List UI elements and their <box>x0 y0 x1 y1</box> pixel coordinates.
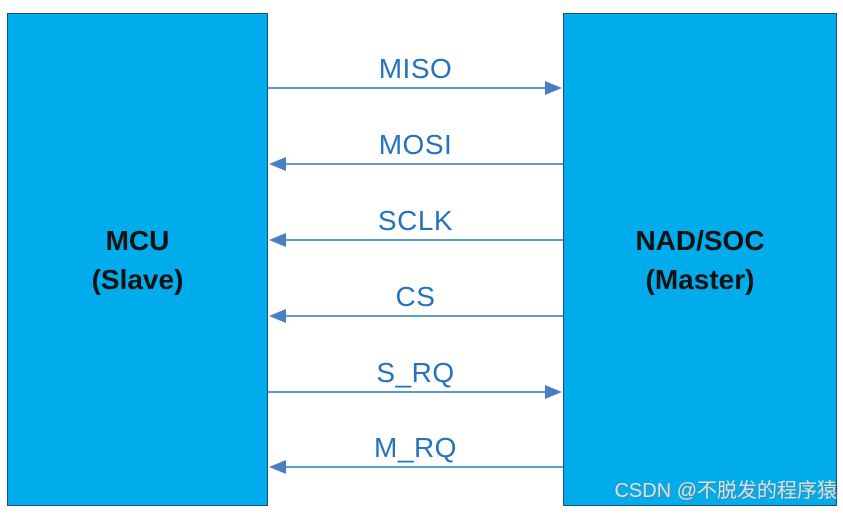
arrowhead-icon <box>545 385 562 399</box>
signal-line <box>268 391 550 393</box>
signal-label: S_RQ <box>376 357 455 388</box>
arrowhead-icon <box>269 309 286 323</box>
signal-label: M_RQ <box>374 432 457 463</box>
arrowhead-icon <box>269 157 286 171</box>
nad-box-subtitle: (Master) <box>645 263 755 295</box>
watermark-text: CSDN @不脱发的程序猿 <box>614 480 837 502</box>
signal-label: MOSI <box>378 129 453 160</box>
nad-box-title: NAD/SOC <box>635 224 765 256</box>
signal-line <box>281 163 563 165</box>
signal-label: SCLK <box>377 205 454 236</box>
signal-line <box>281 239 563 241</box>
mcu-slave-box: MCU (Slave) <box>7 13 268 506</box>
signal-line <box>281 315 563 317</box>
signal-label: CS <box>395 281 436 312</box>
arrowhead-icon <box>545 81 562 95</box>
arrowhead-icon <box>269 233 286 247</box>
signal-channel: MISO MOSI SCLK CS S_RQ M_RQ <box>268 0 563 514</box>
nad-soc-master-box: NAD/SOC (Master) <box>563 13 837 506</box>
signal-line <box>268 87 550 89</box>
mcu-box-title: MCU <box>105 224 170 256</box>
signal-label: MISO <box>378 53 453 84</box>
mcu-box-subtitle: (Slave) <box>91 263 184 295</box>
signal-line <box>281 466 563 468</box>
arrowhead-icon <box>269 460 286 474</box>
